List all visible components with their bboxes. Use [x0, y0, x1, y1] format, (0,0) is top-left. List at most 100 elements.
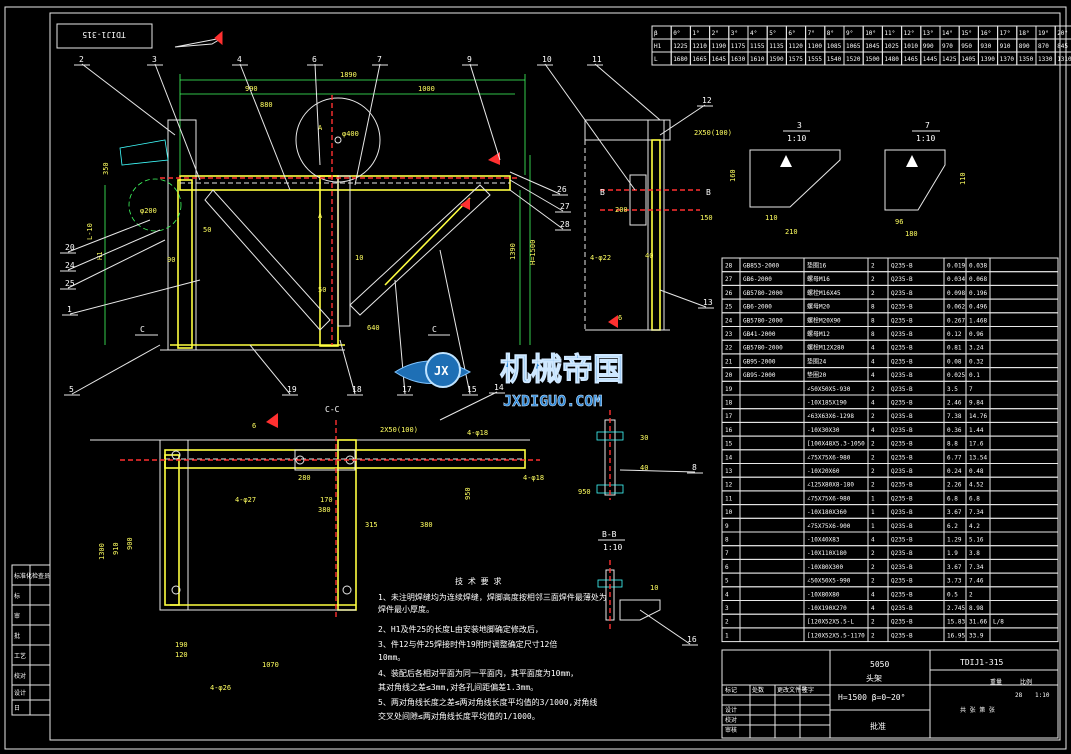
balloon-number: 18 [352, 385, 362, 394]
dim-l: L-10 [86, 223, 94, 240]
angle-table-value: 1500 [865, 56, 880, 63]
parts-table-row [721, 558, 1059, 574]
balloon-number: 20 [65, 243, 75, 252]
parts-table-row [721, 408, 1059, 423]
balloon-leader [659, 104, 706, 136]
parts-table-cell: 4 [871, 400, 875, 407]
plan-dim-950: 950 [464, 487, 472, 500]
angle-table-value: 1085 [827, 43, 842, 50]
dim-6-side: 6 [618, 314, 622, 322]
balloon-leader [67, 229, 161, 271]
plan-dim-380b: 380 [420, 521, 433, 529]
parts-table-cell: Q235-B [891, 400, 913, 407]
parts-table-cell: 2 [871, 564, 875, 571]
parts-table-cell: 5 [725, 578, 729, 585]
parts-table-cell: -10X20X60 [807, 468, 840, 475]
angle-table-value: 14° [942, 30, 953, 37]
balloon-number: 13 [703, 298, 713, 307]
dim-50-mid: 50 [318, 286, 326, 294]
note-line-5: 4、装配后各相对平面为同一平面内，其平面度为10mm， [378, 668, 578, 678]
parts-table-cell: Q235-B [891, 550, 913, 557]
parts-table-cell: Q235-B [891, 523, 913, 530]
parts-table-cell: ∠125X80X8-180 [807, 482, 854, 489]
note-line-4: 10mm。 [378, 653, 405, 662]
parts-table-cell: 3.67 [947, 509, 962, 516]
parts-table-cell: 2 [871, 550, 875, 557]
angle-table-value: 4° [750, 30, 757, 37]
angle-table-value: 1135 [769, 43, 784, 50]
parts-table-cell: 0.96 [969, 331, 984, 338]
balloon-number: 26 [557, 185, 567, 194]
side-view: B B 4-φ22 200 150 2X50(100) 40 6 [584, 119, 732, 331]
angle-table-value: 1350 [1019, 56, 1034, 63]
dim-1000: 1000 [418, 85, 435, 93]
angle-table-value: β [654, 30, 658, 37]
parts-table-cell: Q235-B [891, 468, 913, 475]
parts-table-cell: 0.025 [947, 372, 965, 379]
angle-table-value: H1 [654, 43, 662, 50]
balloon-leader [67, 219, 151, 253]
parts-table-cell: 螺栓M20X90 [807, 316, 841, 324]
parts-table-cell: 6.8 [969, 495, 980, 502]
parts-table-cell: 0.267 [947, 317, 965, 324]
parts-table-cell: 8.98 [969, 605, 984, 612]
dim-phi400: φ400 [342, 130, 359, 138]
parts-table-row [721, 517, 1059, 533]
detail-3-dim-210: 210 [785, 228, 798, 236]
parts-table-cell: GB6-2000 [743, 304, 772, 311]
sheet-inner-frame [49, 12, 1061, 741]
parts-table-cell: 4 [871, 358, 875, 365]
angle-table-value: 1100 [808, 43, 823, 50]
angle-table-value: 1610 [750, 56, 765, 63]
plan-dim-900: 900 [126, 537, 134, 550]
section-c-right: C [432, 325, 437, 334]
tb-row-count: 处数 [752, 686, 764, 694]
parts-table-cell: 17 [725, 413, 733, 420]
parts-table-cell: 8 [871, 317, 875, 324]
balloon-number: 14 [494, 383, 504, 392]
tb-role-approve: 批准 [870, 721, 886, 731]
watermark-logo-mark: JX [434, 364, 449, 378]
parts-table-cell: Q235-B [891, 509, 913, 516]
dim-4phi22: 4-φ22 [590, 254, 611, 262]
parts-table-cell: ∠63X63X6-1298 [807, 413, 854, 420]
parts-table-cell: -10X110X180 [807, 550, 847, 557]
watermark-en: JXDIGUO.COM [503, 392, 602, 410]
balloon-number: 5 [69, 385, 74, 394]
balloon-leader [67, 239, 166, 289]
angle-table-value: 1390 [980, 56, 995, 63]
balloon-number: 7 [377, 55, 382, 64]
dim-a-label: A [318, 212, 323, 220]
parts-table-cell: 0.48 [969, 468, 984, 475]
drive-pulley-circle [128, 178, 182, 232]
parts-table-cell: 2 [871, 468, 875, 475]
parts-table-cell: -10X80X80 [807, 591, 840, 598]
parts-table-cell: 4 [871, 537, 875, 544]
parts-table-cell: ∠75X75X6-900 [807, 523, 851, 530]
bolt-detail-b: B-B 1:10 10 [597, 530, 661, 630]
parts-table-cell: 18 [725, 400, 733, 407]
parts-table-cell: Q235-B [891, 386, 913, 393]
angle-table-value: 1520 [846, 56, 861, 63]
parts-table-cell: ∠50X50X5-930 [807, 386, 851, 393]
parts-table-cell: 2 [871, 619, 875, 626]
parts-table-cell: Q235-B [891, 358, 913, 365]
balloon-number: 19 [287, 385, 297, 394]
detail-7: 7 1:10 96 180 110 [884, 121, 967, 238]
angle-table-value: 1010 [904, 43, 919, 50]
parts-table-cell: GB5780-2000 [743, 317, 783, 324]
angle-table-value: 1210 [692, 43, 707, 50]
angle-table-value: 1680 [673, 56, 688, 63]
balloon-leader [594, 63, 661, 121]
angle-table-value: 950 [961, 43, 972, 50]
part-name: 头架 [866, 673, 882, 683]
parts-table-cell: 14.76 [969, 413, 987, 420]
parts-table-cell: Q235-B [891, 564, 913, 571]
bolt-b-dim-10: 10 [650, 584, 658, 592]
section-bb-title: B-B [602, 530, 617, 539]
sheet-outer-frame [4, 6, 1067, 750]
plan-dim-910: 910 [112, 542, 120, 555]
parts-table-cell: 9.84 [969, 400, 984, 407]
parts-table-cell: 垫圈20 [807, 371, 827, 379]
plan-dim-4phi26: 4-φ26 [210, 684, 231, 692]
